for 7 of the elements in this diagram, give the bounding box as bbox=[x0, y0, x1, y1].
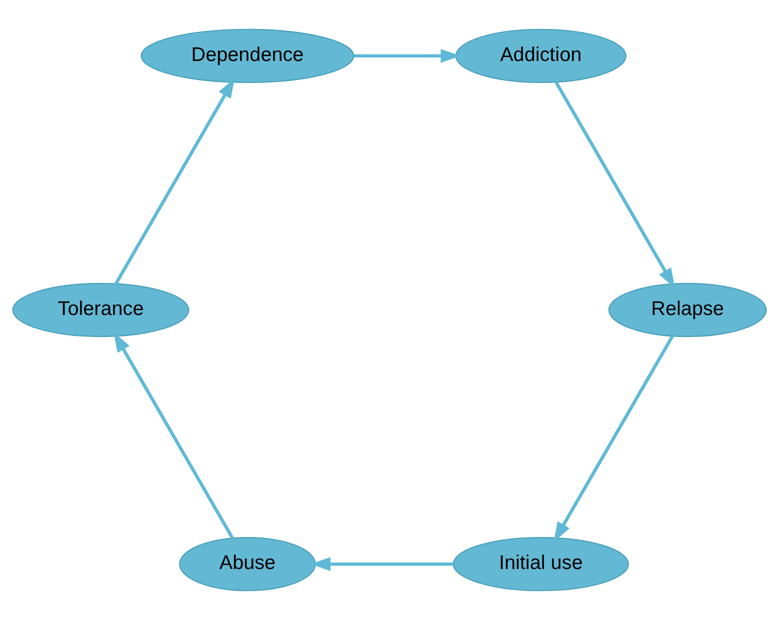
node-ellipse: Addiction bbox=[455, 28, 626, 82]
node-ellipse: Abuse bbox=[179, 536, 316, 591]
node-ellipse: Dependence bbox=[140, 28, 354, 82]
node-ellipse: Relapse bbox=[608, 282, 767, 337]
node-ellipse: Initial use bbox=[452, 536, 629, 591]
arrow bbox=[554, 334, 674, 542]
node-ellipse: Tolerance bbox=[12, 282, 190, 337]
